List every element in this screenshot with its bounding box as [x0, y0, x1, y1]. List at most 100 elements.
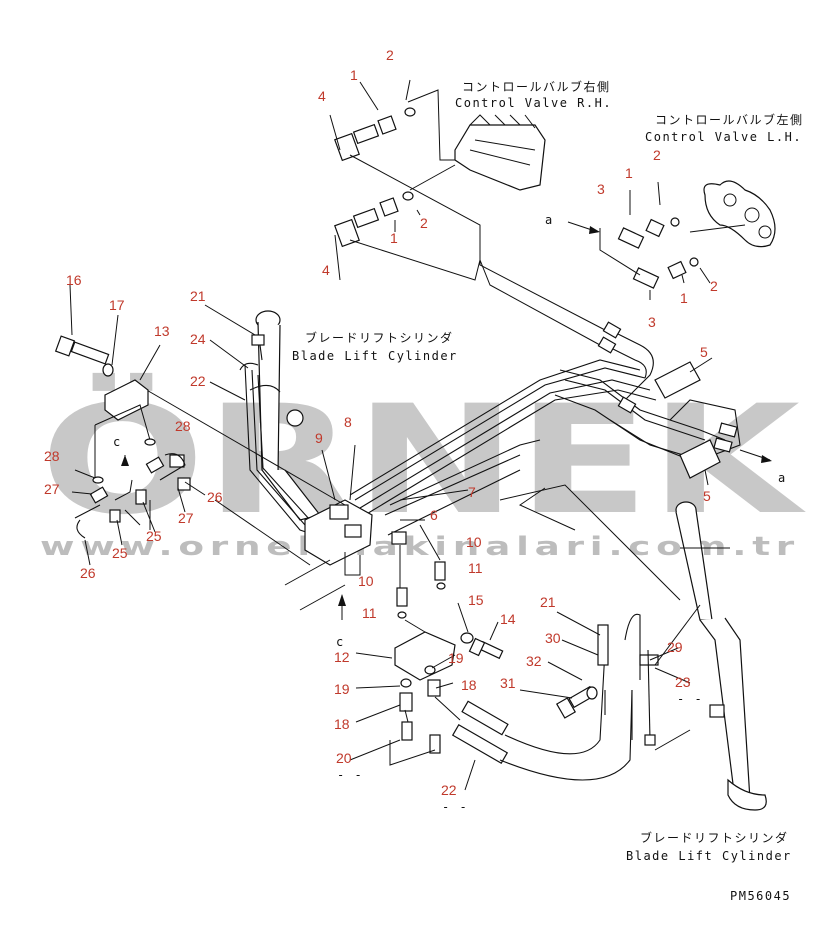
fitting-18-right: [427, 679, 441, 697]
fitting-4-lower: [334, 191, 414, 248]
view-a-label-right: a: [778, 471, 787, 485]
control-valve-lh: [703, 180, 776, 248]
fitting-6: [391, 531, 407, 545]
arrow-head-icon: [761, 455, 772, 463]
callout-12: 12: [334, 649, 350, 665]
callout-32: 32: [526, 653, 542, 669]
hose-fitting: [602, 321, 622, 339]
view-a-label-top: a: [545, 213, 554, 227]
leader-line: [214, 499, 311, 566]
fitting-25: [109, 509, 121, 523]
bolt-14: [468, 637, 504, 660]
hose-26: [159, 453, 186, 481]
leader-line: [124, 500, 151, 530]
callout-19: 19: [448, 650, 464, 666]
fitting-11-right: [434, 561, 446, 581]
arrow-head-icon: [589, 226, 600, 234]
callout-16: 16: [66, 272, 82, 288]
leader-line: [94, 404, 151, 441]
callout-30: 30: [545, 630, 561, 646]
callout-23: 23: [675, 674, 691, 690]
fitting-4-upper: [334, 107, 416, 162]
leader-line: [409, 164, 456, 191]
callout-11: 11: [468, 560, 483, 576]
blade-lift-cylinder-right: [675, 501, 767, 811]
junction-block: [304, 499, 373, 576]
valve-block-12: [394, 631, 456, 681]
callout-4: 4: [318, 88, 326, 104]
arrow-head-icon: [338, 594, 346, 606]
leader-line: [329, 114, 341, 151]
leader-lines-left: [69, 284, 256, 401]
callout-28: 28: [175, 418, 191, 434]
control-valve-rh-label-en: Control Valve R.H.: [455, 96, 612, 110]
hose-22: [451, 649, 633, 781]
view-c-label-center: c: [336, 635, 345, 649]
leader-line: [704, 469, 709, 486]
callout-2: 2: [710, 278, 718, 294]
callout-1: 1: [390, 230, 398, 246]
callout-3: 3: [597, 181, 605, 197]
leader-line: [499, 484, 681, 601]
leader-line: [654, 604, 701, 666]
leader-lines-lower: [349, 602, 499, 791]
callout-25: 25: [112, 545, 128, 561]
watermark-url: www.ornekmakinalari.com.tr: [40, 532, 800, 562]
bolt-16: [54, 335, 110, 365]
hose-line: [404, 696, 461, 723]
hose-23: [647, 649, 651, 741]
hose-fitting: [644, 734, 656, 746]
callout-25: 25: [146, 528, 162, 544]
callout-10: 10: [466, 534, 482, 550]
leader-line: [518, 487, 576, 531]
leader-line: [654, 729, 691, 751]
callout-18: 18: [461, 677, 477, 693]
clamp-30: [597, 624, 609, 666]
callout-1: 1: [350, 67, 358, 83]
leader-line: [689, 357, 713, 373]
dash-mark: - -: [337, 768, 363, 782]
callout-13: 13: [154, 323, 170, 339]
callout-29: 29: [667, 639, 683, 655]
fitting-20-left: [401, 721, 413, 741]
callout-2: 2: [420, 215, 428, 231]
leader-line: [399, 489, 469, 501]
main-hose-bundle: [349, 329, 741, 536]
callout-27: 27: [178, 510, 194, 526]
blade-lift-top-label-jp: ブレードリフトシリンダ: [305, 330, 454, 345]
oring-10-left: [397, 611, 407, 619]
callout-5: 5: [703, 488, 711, 504]
leader-line: [389, 740, 436, 766]
callout-17: 17: [109, 297, 125, 313]
control-valve-rh-label-jp: コントロールバルブ右側: [462, 79, 611, 94]
hose-fitting: [251, 334, 265, 346]
callout-10: 10: [358, 573, 374, 589]
hose-fitting: [713, 437, 733, 453]
callout-21: 21: [540, 594, 556, 610]
oring-28-right: [144, 438, 156, 446]
leader-lines-c: [71, 469, 206, 566]
callout-14: 14: [500, 611, 516, 627]
callout-7: 7: [468, 484, 476, 500]
fitting-3-upper: [617, 217, 680, 249]
blade-lift-top-label-en: Blade Lift Cylinder: [292, 349, 458, 363]
callout-20: 20: [336, 750, 352, 766]
washer-32: [586, 686, 598, 700]
leader-line: [599, 228, 641, 276]
callout-4: 4: [322, 262, 330, 278]
oring-10-right: [436, 582, 446, 590]
hose-fitting: [597, 336, 617, 354]
callout-21: 21: [190, 288, 206, 304]
callout-24: 24: [190, 331, 206, 347]
dash-mark: - -: [677, 692, 703, 706]
clamp-5-lower: [679, 439, 721, 479]
callout-19: 19: [334, 681, 350, 697]
callout-1: 1: [680, 290, 688, 306]
control-valve-lh-label-jp: コントロールバルブ左側: [655, 112, 804, 127]
washer-15: [460, 632, 474, 644]
leader-line: [334, 234, 341, 281]
callout-28: 28: [44, 448, 60, 464]
control-valve-rh: [454, 114, 546, 191]
callout-6: 6: [430, 507, 438, 523]
